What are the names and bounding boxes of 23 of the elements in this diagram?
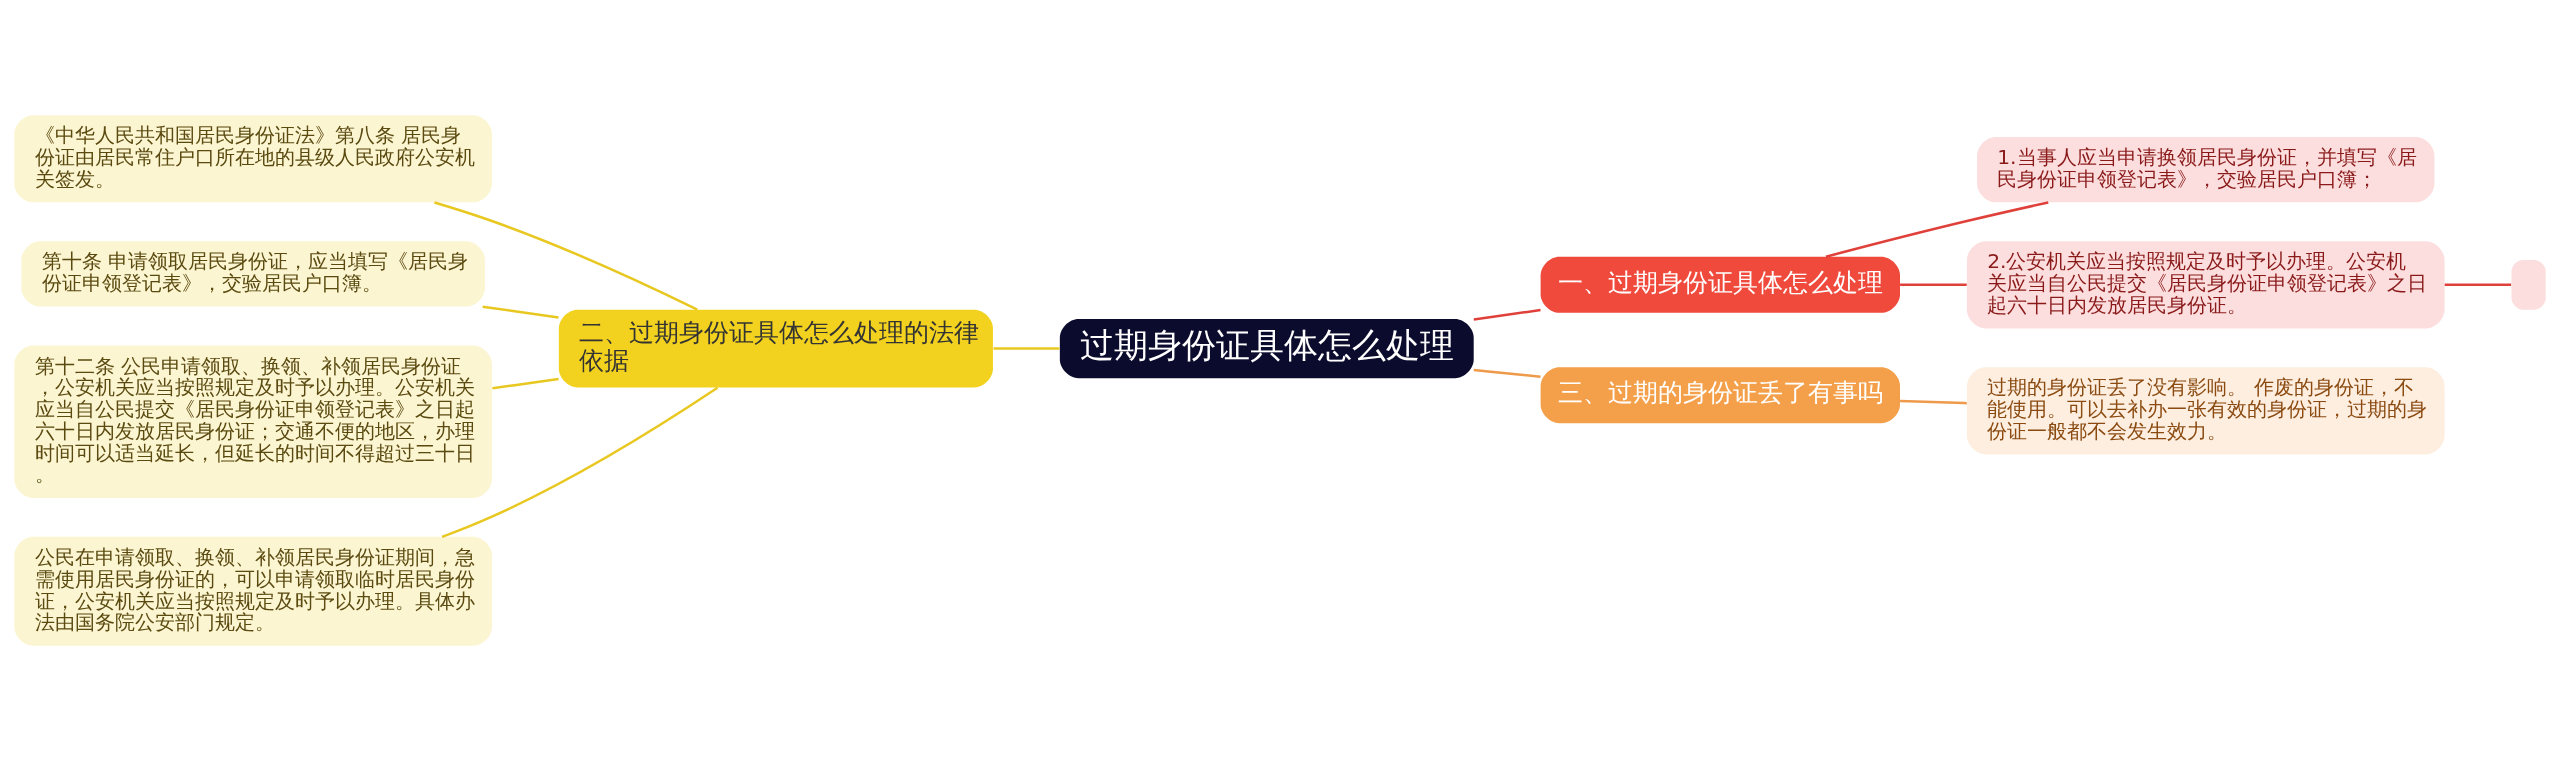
connector [434,201,698,311]
node-box: 过期身份证具体怎么处理 [1059,319,1474,379]
node-box: 公民在申请领取、换领、补领居民身份证期间，急需使用居民身份证的，可以申请领取临时居民身份证，公安机关应当按照规定及时予以办理。具体办法由国务院公安部门规定。 [14,536,492,646]
connector [482,305,559,319]
connector [2444,283,2512,287]
node-box [2511,259,2546,310]
connector [993,347,1060,350]
connector [441,386,719,538]
connector [1825,201,2049,258]
node-box: 第十二条 公民申请领取、换领、补领居民身份证，公安机关应当按照规定及时予以办理。公安机关应当自公民提交《居民身份证申领登记表》之日起六十日内发放居民身份证；交通不便的地区，办理时间可以适当延长，但延长的时间不得超过三十日。 [14,345,492,498]
node-box: 过期的身份证丢了没有影响。 作废的身份证，不能使用。可以去补办一张有效的身份证，过期的身份证一般都不会发生效力。 [1966,367,2445,455]
node-box: 《中华人民共和国居民身份证法》第八条 居民身份证由居民常住户口所在地的县级人民政府公安机关签发。 [14,115,492,203]
connector [1473,368,1541,379]
node-box: 2.公安机关应当按照规定及时予以办理。公安机关应当自公民提交《居民身份证申领登记表》之日起六十日内发放居民身份证。 [1966,241,2445,329]
connector [1900,399,1967,405]
node-box: 三、过期的身份证丢了有事吗 [1540,367,1900,424]
connector [1473,308,1541,321]
node-box: 1.当事人应当申请换领居民身份证，并填写《居民身份证申领登记表》，交验居民户口簿； [1977,137,2435,203]
node-box: 第十条 申请领取居民身份证，应当填写《居民身份证申领登记表》，交验居民户口簿。 [21,241,485,307]
connector [1900,283,1967,287]
node-box: 二、过期身份证具体怎么处理的法律依据 [558,309,993,388]
connector [492,377,559,390]
node-box: 一、过期身份证具体怎么处理 [1540,256,1900,313]
